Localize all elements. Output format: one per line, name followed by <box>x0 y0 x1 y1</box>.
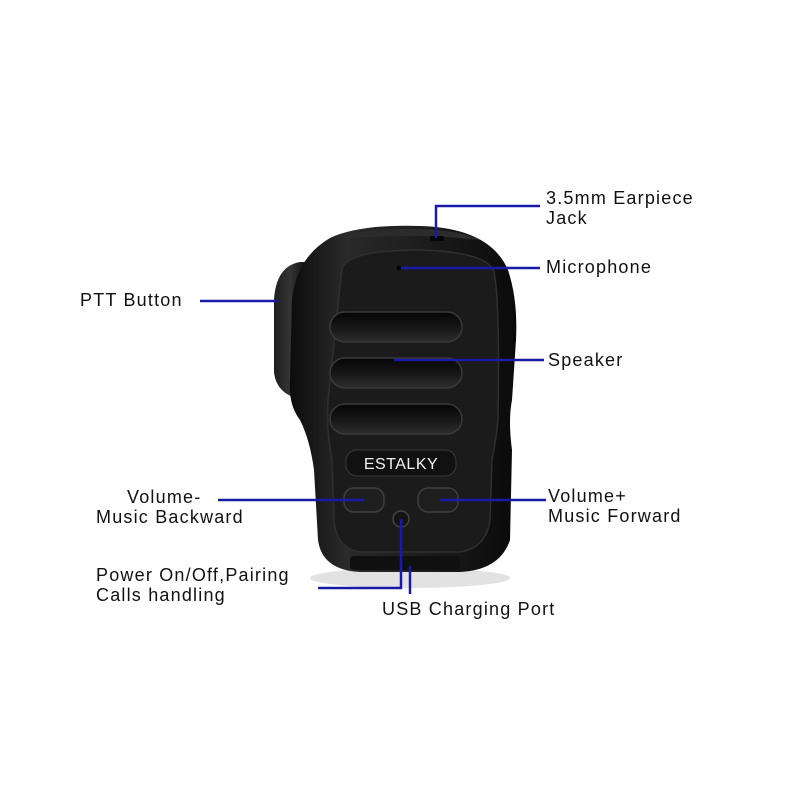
label-volume-minus: Volume- Music Backward <box>96 487 244 527</box>
label-volume-minus-line1: Volume- <box>127 487 202 507</box>
brand-logo: ESTALKY <box>364 456 438 473</box>
usb-port-area <box>350 556 460 570</box>
speaker-slot-1 <box>329 311 463 343</box>
leader-power <box>318 519 403 590</box>
microphone-hole <box>396 265 402 271</box>
leader-earpiece-jack <box>434 204 540 238</box>
label-earpiece-jack-line2: Jack <box>546 208 588 228</box>
label-earpiece-jack-line1: 3.5mm Earpiece <box>546 188 694 208</box>
label-power-line2: Calls handling <box>96 585 226 605</box>
label-volume-plus-line2: Music Forward <box>548 506 682 526</box>
label-speaker: Speaker <box>548 350 624 370</box>
label-microphone: Microphone <box>546 257 653 277</box>
label-usb-port: USB Charging Port <box>382 599 556 619</box>
logo-plate <box>345 449 457 477</box>
label-power-line1: Power On/Off,Pairing <box>96 565 290 585</box>
label-volume-plus-line1: Volume+ <box>548 486 627 506</box>
label-power: Power On/Off,Pairing Calls handling <box>96 565 290 605</box>
device-top-cap <box>330 228 480 240</box>
label-earpiece-jack: 3.5mm Earpiece Jack <box>546 188 694 228</box>
label-ptt-button: PTT Button <box>80 290 183 310</box>
earpiece-jack-port <box>430 236 444 241</box>
speaker-slot-3 <box>329 403 463 435</box>
label-volume-plus: Volume+ Music Forward <box>548 486 682 526</box>
speaker-slot-2 <box>329 357 463 389</box>
leader-lines <box>200 204 546 594</box>
label-volume-minus-line2: Music Backward <box>96 507 244 527</box>
